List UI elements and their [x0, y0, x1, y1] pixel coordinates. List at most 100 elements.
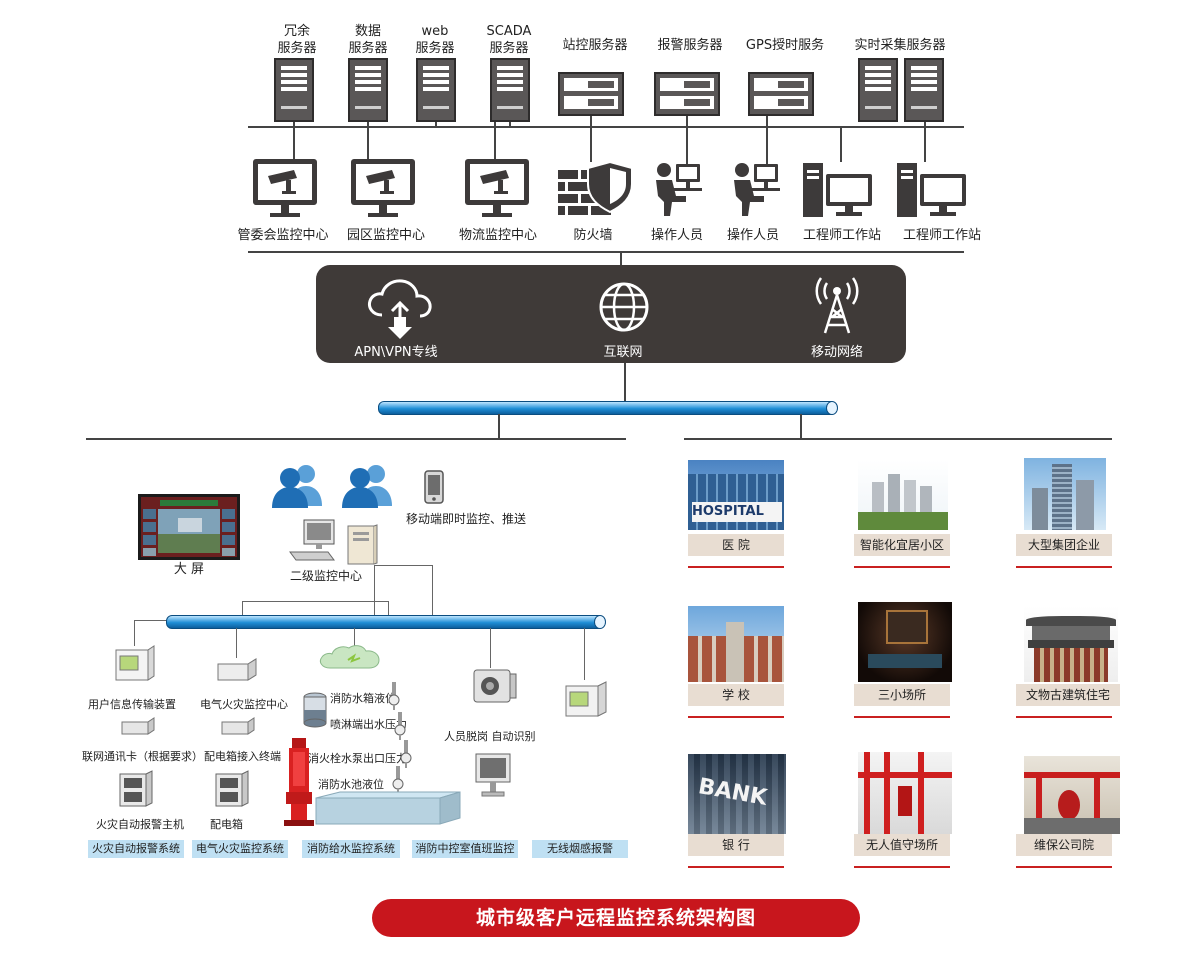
monitor-camera-icon [465, 159, 529, 217]
client-photo-hospital: HOSPITAL [688, 460, 784, 530]
connector-line [686, 116, 688, 164]
mobile-monitor-label: 移动端即时监控、推送 [405, 512, 526, 526]
water-pool-icon [315, 791, 461, 825]
connector-line [388, 601, 389, 617]
sprinkler-pressure-label: 喷淋端出水压力 [330, 718, 407, 731]
divider [854, 866, 950, 868]
connector-line [800, 414, 802, 438]
rack-server-icon [748, 72, 814, 116]
right-branch-line [684, 438, 1112, 440]
client-photo-small-venue [858, 602, 952, 682]
server-label-web-2: 服务器 [415, 41, 455, 56]
connector-line [498, 414, 500, 438]
mobile-phone-icon [424, 470, 444, 504]
client-photo-maintenance [1024, 756, 1120, 834]
cloud-icon [319, 645, 380, 669]
user-info-device-label: 用户信息传输装置 [88, 698, 176, 711]
client-label: 银 行 [688, 834, 784, 856]
client-photo-heritage [1024, 606, 1118, 682]
tower-server-icon [416, 58, 456, 122]
server-label-gps: GPS授时服务 [745, 38, 825, 53]
station-label: 物流监控中心 [458, 228, 537, 243]
network-card-icon [121, 717, 155, 735]
monitor-camera-icon [351, 159, 415, 217]
station-label: 防火墙 [573, 228, 613, 243]
network-panel: APN\VPN专线 互联网 移动网络 [316, 265, 906, 363]
network-label-internet: 互联网 [603, 345, 643, 360]
tower-server-icon [348, 58, 388, 122]
workstation-icon [897, 163, 966, 217]
fire-alarm-host-icon [119, 770, 153, 807]
station-label: 操作人员 [650, 228, 703, 243]
connector-line [766, 116, 768, 164]
connector-line [584, 628, 585, 680]
cell-tower-icon [815, 277, 859, 334]
user-group-icon [272, 465, 322, 508]
pressure-sensor-icon [388, 682, 400, 710]
monitor-icon [475, 753, 511, 797]
tower-server-icon [490, 58, 530, 122]
system-tag-wireless-smoke: 无线烟感报警 [532, 840, 628, 858]
connector-line [490, 628, 491, 668]
big-screen-label: 大 屏 [173, 562, 205, 577]
distribution-terminal-label: 配电箱接入终端 [204, 750, 281, 763]
big-screen-video-wall [138, 494, 240, 560]
person-detect-label: 人员脱岗 自动识别 [444, 730, 536, 743]
backbone-pipe [378, 401, 838, 415]
tower-server-icon [274, 58, 314, 122]
server-label-alarm: 报警服务器 [657, 38, 723, 53]
station-bus-line [248, 251, 964, 253]
server-label-redundant-1: 冗余 [283, 24, 310, 39]
globe-icon [599, 282, 649, 332]
connector-line [293, 122, 295, 162]
electrical-fire-monitor-icon [217, 658, 257, 681]
server-label-scada-1: SCADA [486, 24, 532, 39]
user-info-device-icon [115, 645, 155, 681]
smoke-alarm-device-icon [565, 681, 607, 717]
camera-device-icon [473, 669, 517, 703]
station-label: 工程师工作站 [802, 228, 881, 243]
distribution-terminal-icon [221, 717, 255, 735]
rack-server-icon [654, 72, 720, 116]
server-label-station: 站控服务器 [562, 38, 628, 53]
connector-line [367, 122, 369, 162]
rack-server-icon [558, 72, 624, 116]
hospital-sign: HOSPITAL [692, 502, 782, 522]
connector-line [494, 122, 496, 162]
connector-line [590, 116, 592, 162]
client-label: 无人值守场所 [854, 834, 950, 856]
connector-line [432, 565, 433, 617]
connector-line [354, 628, 355, 648]
pressure-sensor-icon [392, 766, 404, 794]
network-label-mobile: 移动网络 [810, 345, 863, 360]
site-network-pipe [166, 615, 606, 629]
divider [854, 566, 950, 568]
firewall-icon [558, 160, 633, 215]
tower-server-icon [858, 58, 898, 122]
divider [1016, 566, 1112, 568]
diagram-title: 城市级客户远程监控系统架构图 [372, 899, 860, 937]
divider [688, 866, 784, 868]
divider [854, 716, 950, 718]
system-tag-control-room: 消防中控室值班监控 [412, 840, 518, 858]
fire-pump-icon [284, 738, 314, 826]
tank-level-label: 消防水箱液位 [330, 692, 396, 705]
client-photo-bank: BANK [688, 754, 786, 834]
system-tag-electrical-fire: 电气火灾监控系统 [192, 840, 288, 858]
connector-line [134, 620, 166, 621]
divider [1016, 716, 1112, 718]
station-label: 操作人员 [726, 228, 779, 243]
cloud-upload-icon [368, 279, 432, 339]
system-tag-fire-alarm: 火灾自动报警系统 [88, 840, 184, 858]
connector-line [374, 565, 375, 617]
monitor-camera-icon [253, 159, 317, 217]
server-label-scada-2: 服务器 [489, 41, 529, 56]
distribution-box-label: 配电箱 [210, 818, 243, 831]
pressure-sensor-icon [400, 740, 412, 768]
connector-line [242, 601, 388, 602]
second-level-center-label: 二级监控中心 [289, 569, 362, 583]
electrical-fire-label: 电气火灾监控中心 [200, 698, 288, 711]
client-label: 三小场所 [854, 684, 950, 706]
tower-server-icon [904, 58, 944, 122]
server-label-web-1: web [421, 24, 449, 39]
